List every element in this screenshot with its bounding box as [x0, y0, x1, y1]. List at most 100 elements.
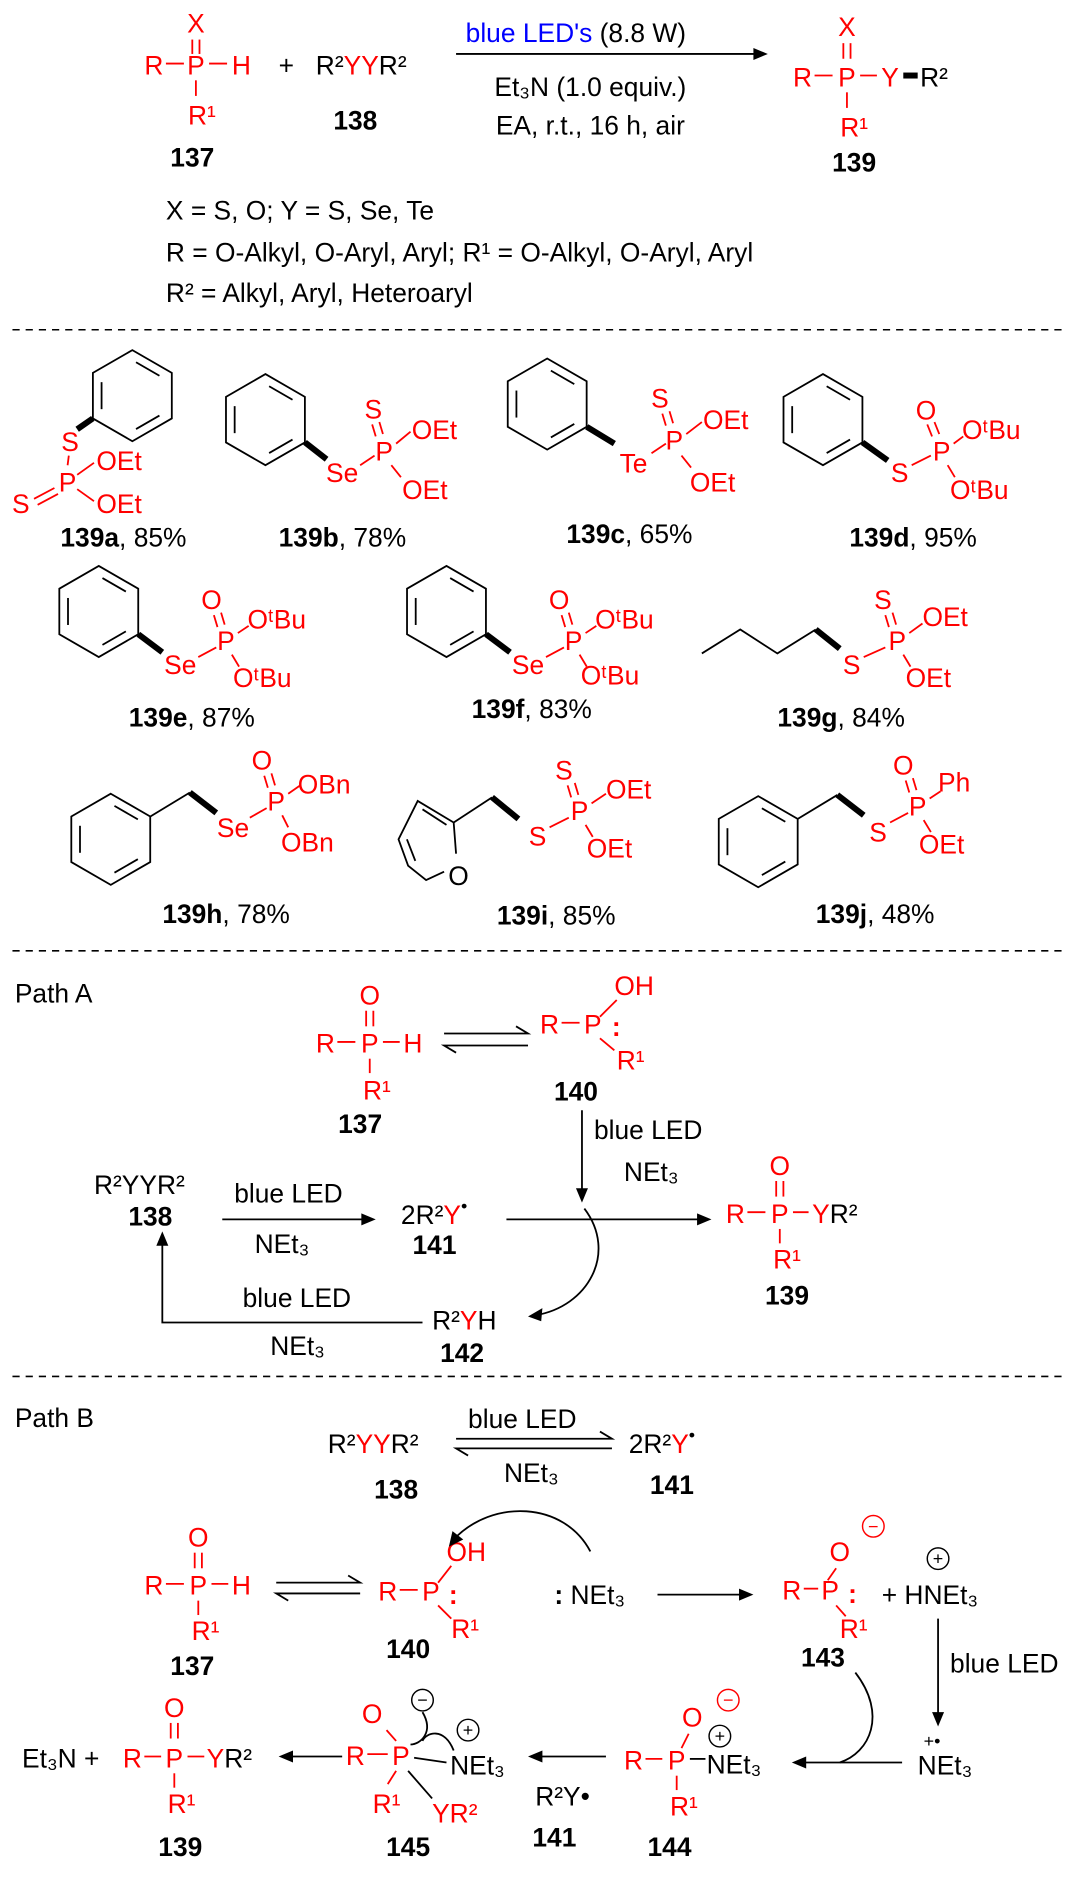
atom-r: R [793, 62, 812, 92]
arrow-hnet3-to-radical: blue LED [932, 1618, 1058, 1727]
atom: OEt [690, 468, 736, 498]
compound-label: 137 [338, 1109, 382, 1139]
compound-label: 139f, 83% [472, 694, 592, 724]
atom: S [843, 650, 861, 680]
formula: 2R²Y• [401, 1196, 467, 1230]
atom: R¹ [373, 1789, 401, 1819]
ring-outline [91, 349, 173, 443]
lone-pair: : [612, 1012, 621, 1042]
formula: NEt₃ [450, 1750, 505, 1780]
ring-double-bond [761, 860, 786, 876]
atom: S [61, 427, 79, 457]
definition-r2: R² = Alkyl, Aryl, Heteroaryl [166, 278, 473, 308]
ring-double-bond [550, 423, 575, 439]
path-a-139: O R P YR² R¹ 139 [726, 1151, 858, 1310]
atom: S [891, 458, 909, 488]
arrow-to-144 [791, 1672, 903, 1769]
atom-r: R [144, 50, 163, 80]
path-b-137: O R P H R¹ 137 [144, 1523, 251, 1681]
formula: + HNEt₃ [882, 1580, 978, 1610]
atom: O [359, 981, 380, 1011]
atom: S [874, 585, 892, 615]
ring-double-bond [268, 385, 293, 401]
atom: S [12, 489, 30, 519]
ring-outline [406, 564, 487, 659]
atom: OEt [402, 475, 448, 505]
path-b-net3: : NEt₃ [554, 1580, 625, 1610]
formula: R²YYR² [316, 50, 407, 80]
reagent-138: R²YYR² 138 [316, 50, 407, 135]
atom-p: P [187, 50, 205, 80]
path-b-138: R²YYR² 138 [328, 1429, 419, 1505]
ring-double-bond [761, 807, 786, 823]
positive-charge: + [933, 1549, 944, 1569]
compound-label: 139c, 65% [566, 519, 692, 549]
benzene-ring [91, 349, 173, 443]
path-b-143: O − R P : R¹ 143 [782, 1514, 885, 1673]
condition-light: blue LED [234, 1179, 342, 1209]
ring-outline [70, 792, 152, 886]
atom: OEt [587, 833, 633, 863]
compound-label: 138 [374, 1475, 418, 1505]
atom: OBn [281, 827, 334, 857]
product-139h: Se P O OBn OBn 139h, 78% [70, 746, 351, 929]
ring-double-bond [102, 577, 127, 593]
atom: R [346, 1741, 365, 1771]
formula: R²YYR² [94, 1170, 185, 1200]
atom: R¹ [168, 1789, 196, 1819]
compound-label: 139h, 78% [162, 899, 290, 929]
atom: R¹ [451, 1614, 479, 1644]
condition-light: blue LED [950, 1649, 1058, 1679]
condition-light: blue LED [468, 1404, 576, 1434]
compound-label: 141 [532, 1822, 576, 1852]
compound-label: 139d, 95% [849, 523, 977, 553]
path-a-137: O R P H R¹ 137 [316, 981, 423, 1139]
atom: R [123, 1743, 142, 1773]
path-a-140: OH R P : R¹ 140 [540, 971, 654, 1107]
condition-light: blue LED [243, 1283, 351, 1313]
compound-label: 139g, 84% [777, 703, 905, 733]
atom: OᵗBu [247, 604, 306, 634]
atom: S [365, 394, 383, 424]
atom: OᵗBu [950, 475, 1009, 505]
path-b-139: Et₃N + O R P YR² R¹ 139 [22, 1693, 252, 1862]
compound-label: 139 [765, 1280, 809, 1310]
compound-label: 140 [386, 1634, 430, 1664]
negative-charge: − [868, 1516, 879, 1536]
benzene-ring [225, 373, 306, 467]
atom: R [144, 1571, 163, 1601]
atom: P [668, 1746, 686, 1776]
arrow-144-to-145: R²Y• 141 [528, 1750, 606, 1852]
atom: R [782, 1575, 801, 1605]
atom: O [201, 585, 222, 615]
curved-arrow-to-142 [528, 1208, 600, 1322]
atom: R [624, 1746, 643, 1776]
formula: : NEt₃ [554, 1580, 625, 1610]
benzene-ring [70, 792, 152, 886]
atom-y: Y [881, 62, 899, 92]
atom: S [869, 818, 887, 848]
atom: O [188, 1523, 209, 1553]
butyl-chain [701, 628, 817, 655]
formula: R²Y• [535, 1782, 590, 1812]
atom: P [821, 1575, 839, 1605]
path-a-142: R²YH 142 [432, 1306, 496, 1368]
atom-x: X [187, 8, 205, 38]
atom: S [651, 384, 669, 414]
atom: Ph [938, 767, 970, 797]
ring-double-bond [449, 577, 475, 593]
compound-label: 139j, 48% [816, 899, 935, 929]
atom: OEt [412, 415, 458, 445]
equilibrium-arrows-138-141: blue LED NEt₃ [452, 1404, 616, 1488]
atom-h: H [232, 50, 251, 80]
path-a-138: R²YYR² 138 [94, 1170, 185, 1231]
ring-outline [58, 564, 140, 659]
ring-double-bond [550, 369, 575, 385]
compound-label: 139 [832, 147, 876, 177]
lone-pair: : [449, 1580, 458, 1610]
atom-r2: R² [920, 62, 948, 92]
atom: OH [614, 971, 654, 1001]
formula: 2R²Y• [629, 1425, 695, 1459]
compound-label: 145 [386, 1832, 430, 1862]
